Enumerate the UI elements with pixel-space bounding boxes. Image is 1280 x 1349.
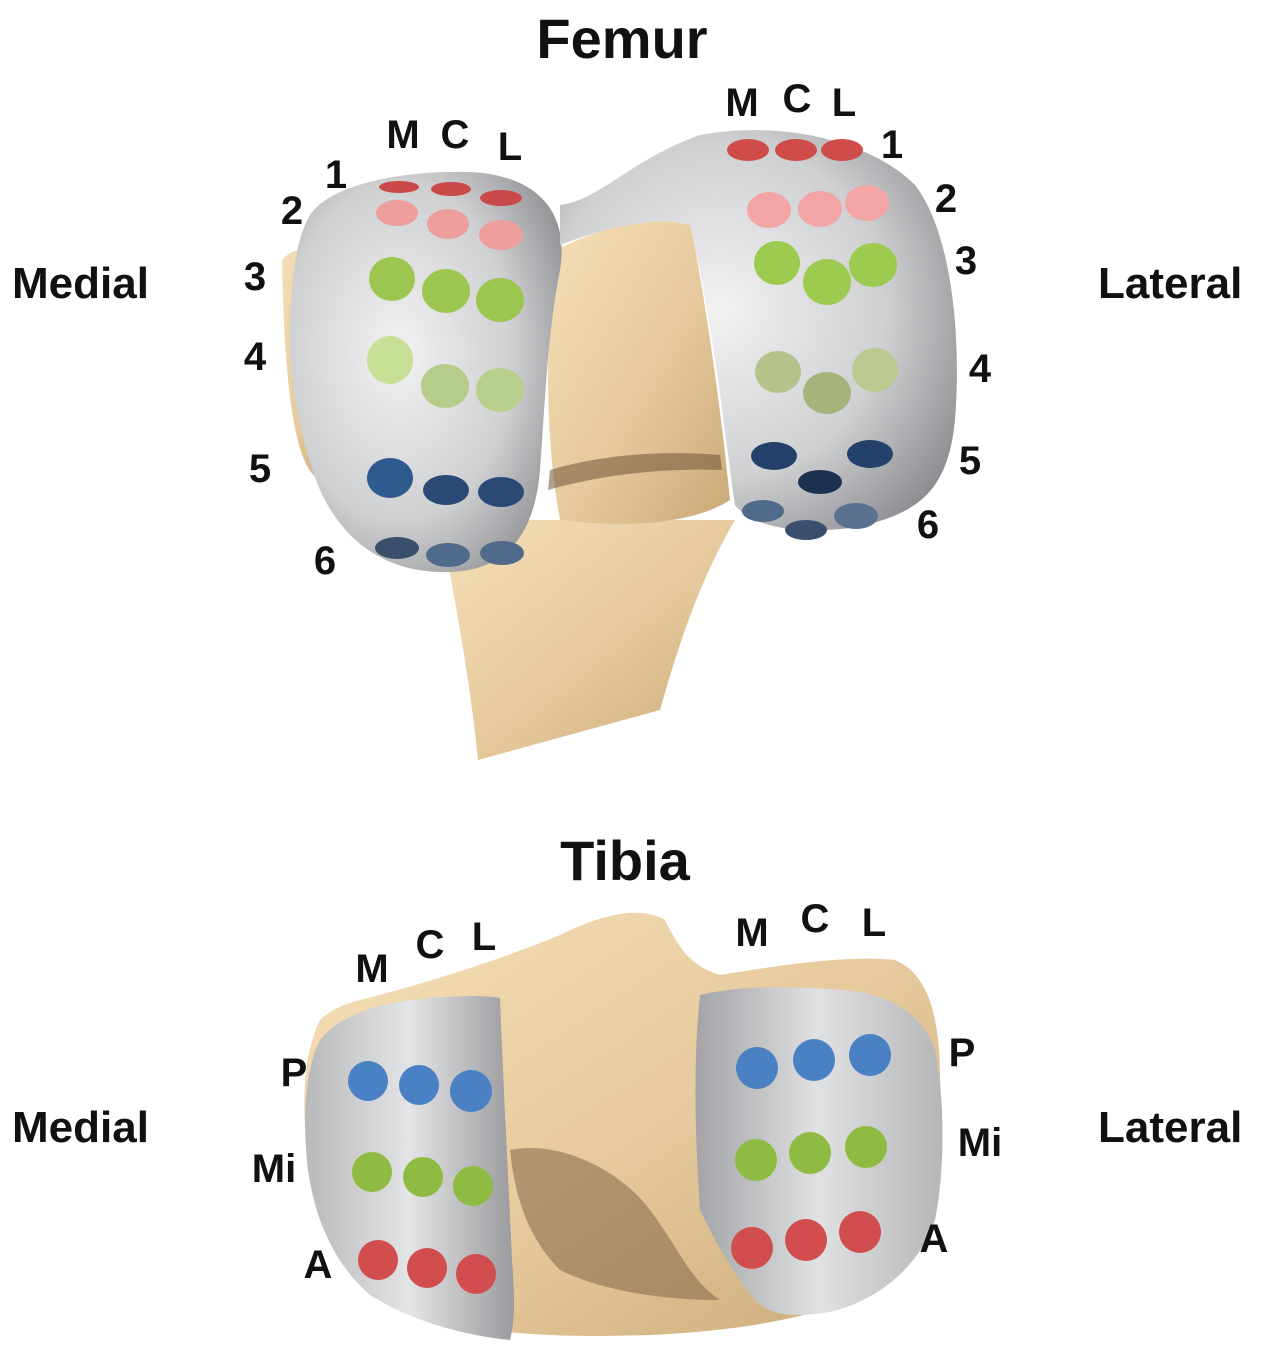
femur-medial-dot-3-c xyxy=(422,269,470,313)
femur-lateral-row-2: 2 xyxy=(935,177,957,221)
tibia-medial-dot-a-m xyxy=(358,1240,398,1280)
tibia-lateral-row-p: P xyxy=(949,1031,976,1075)
femur-medial-row-6: 6 xyxy=(314,539,336,583)
femur-medial-dot-4-c xyxy=(421,364,469,408)
femur-lateral-row-6: 6 xyxy=(917,503,939,547)
tibia-lateral-col-l: L xyxy=(862,901,886,945)
femur-medial-dot-6-l xyxy=(480,541,524,565)
tibia-medial-dot-mi-m xyxy=(352,1152,392,1192)
tibia-medial-dot-p-m xyxy=(348,1061,388,1101)
tibia-lateral-dot-mi-c xyxy=(789,1132,831,1174)
femur-lateral-label: Lateral xyxy=(1098,259,1242,308)
tibia-lateral-dot-mi-l xyxy=(845,1126,887,1168)
femur-lateral-dot-1-l xyxy=(821,139,863,161)
tibia-medial-dot-p-l xyxy=(450,1070,492,1112)
femur-title: Femur xyxy=(536,7,707,70)
femur-medial-row-5: 5 xyxy=(249,447,271,491)
femur-medial-row-3: 3 xyxy=(244,255,266,299)
tibia-medial-col-m: M xyxy=(355,947,388,991)
tibia-medial-dot-mi-l xyxy=(453,1166,493,1206)
femur-lateral-dot-6-l xyxy=(834,503,878,529)
tibia-lateral-dot-a-c xyxy=(785,1219,827,1261)
femur-medial-dot-5-c xyxy=(423,475,469,505)
tibia-lateral-row-mi: Mi xyxy=(958,1121,1002,1165)
femur-medial-row-1: 1 xyxy=(325,153,347,197)
femur-lateral-col-c: C xyxy=(783,77,812,121)
femur-lateral-dot-5-c xyxy=(798,470,842,494)
tibia-lateral-dot-p-l xyxy=(849,1034,891,1076)
femur-lateral-dot-3-m xyxy=(754,241,800,285)
femur-lateral-dot-5-m xyxy=(751,442,797,470)
femur-medial-dot-5-l xyxy=(478,477,524,507)
tibia-medial-label: Medial xyxy=(12,1103,149,1152)
femur-lateral-row-3: 3 xyxy=(955,239,977,283)
femur-medial-col-c: C xyxy=(441,113,470,157)
femur-lateral-col-m: M xyxy=(725,81,758,125)
femur-lateral-dot-4-c xyxy=(803,372,851,414)
tibia-lateral-col-m: M xyxy=(735,911,768,955)
tibia-medial-dot-p-c xyxy=(399,1065,439,1105)
tibia-medial-col-l: L xyxy=(472,915,496,959)
femur-lateral-dot-2-m xyxy=(747,192,791,228)
femur-medial-dot-3-m xyxy=(369,257,415,301)
tibia-medial-dot-mi-c xyxy=(403,1157,443,1197)
femur-medial-dot-4-l xyxy=(476,368,524,412)
femur-lateral-row-4: 4 xyxy=(969,347,992,391)
femur-lateral-dot-1-c xyxy=(775,139,817,161)
femur-lateral-dot-6-m xyxy=(742,500,784,522)
femur-medial-dot-1-l xyxy=(480,190,522,206)
femur-lateral-dot-4-m xyxy=(755,351,801,393)
femur-medial-col-l: L xyxy=(498,125,522,169)
femur-lateral-dot-5-l xyxy=(847,440,893,468)
femur-medial-dot-2-c xyxy=(427,209,469,239)
femur-medial-dot-1-m xyxy=(379,181,419,193)
femur-lateral-dot-2-c xyxy=(798,191,842,227)
femur-panel: Femur Medial Lateral xyxy=(12,7,1242,760)
femur-medial-col-m: M xyxy=(386,113,419,157)
femur-medial-dot-2-l xyxy=(479,220,523,250)
femur-lateral-dot-3-l xyxy=(849,243,897,287)
femur-lateral-row-1: 1 xyxy=(881,123,903,167)
tibia-lateral-row-a: A xyxy=(920,1217,949,1261)
femur-lateral-dot-4-l xyxy=(852,348,898,392)
tibia-lateral-dot-p-m xyxy=(736,1047,778,1089)
tibia-medial-row-a: A xyxy=(304,1243,333,1287)
femur-lateral-dot-1-m xyxy=(727,139,769,161)
tibia-lateral-dot-a-l xyxy=(839,1211,881,1253)
femur-medial-dot-5-m xyxy=(367,458,413,498)
femur-lateral-col-l: L xyxy=(832,81,856,125)
tibia-medial-row-mi: Mi xyxy=(252,1147,296,1191)
femur-lateral-dot-6-c xyxy=(785,520,827,540)
femur-medial-dot-3-l xyxy=(476,278,524,322)
femur-lateral-dot-2-l xyxy=(845,185,889,221)
tibia-panel: Tibia Medial Lateral xyxy=(12,829,1242,1340)
tibia-medial-row-p: P xyxy=(281,1051,308,1095)
femur-medial-dot-2-m xyxy=(376,200,418,226)
femur-medial-dot-6-c xyxy=(426,543,470,567)
tibia-title: Tibia xyxy=(560,829,691,892)
tibia-medial-dot-a-l xyxy=(456,1254,496,1294)
tibia-medial-dots xyxy=(348,1061,496,1294)
tibia-medial-dot-a-c xyxy=(407,1248,447,1288)
femur-lateral-row-5: 5 xyxy=(959,439,981,483)
tibia-lateral-col-c: C xyxy=(801,897,830,941)
femur-medial-label: Medial xyxy=(12,259,149,308)
tibia-lateral-dot-p-c xyxy=(793,1039,835,1081)
tibia-lateral-dots xyxy=(731,1034,891,1269)
femur-medial-row-4: 4 xyxy=(244,335,267,379)
femur-lateral-dot-3-c xyxy=(803,259,851,305)
femur-medial-dot-1-c xyxy=(431,182,471,196)
tibia-medial-col-c: C xyxy=(416,923,445,967)
tibia-lateral-dot-mi-m xyxy=(735,1139,777,1181)
femur-medial-dot-6-m xyxy=(375,537,419,559)
tibia-lateral-label: Lateral xyxy=(1098,1103,1242,1152)
tibia-lateral-dot-a-m xyxy=(731,1227,773,1269)
femur-medial-row-2: 2 xyxy=(281,189,303,233)
femur-medial-dot-4-m xyxy=(367,336,413,384)
